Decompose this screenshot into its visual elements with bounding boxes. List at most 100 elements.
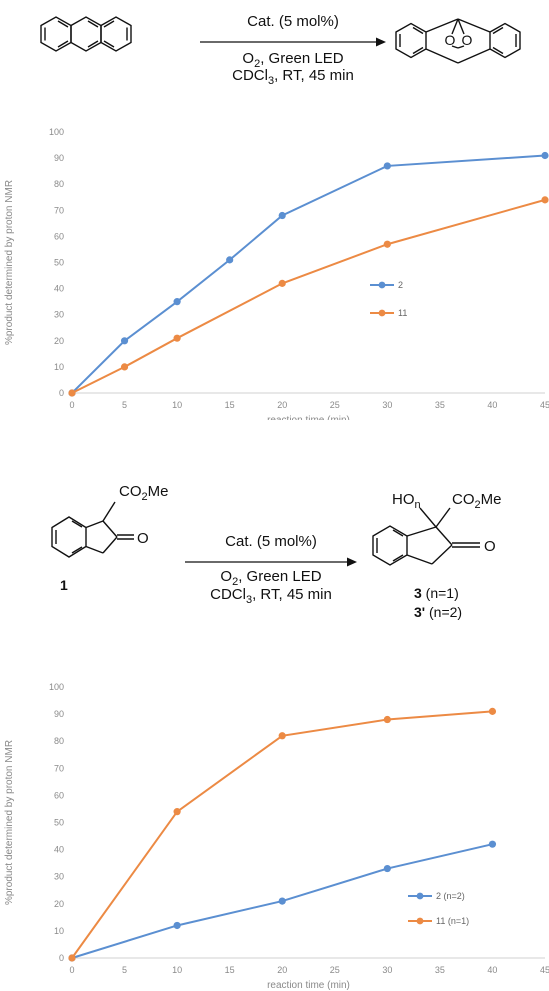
scheme2-condition-solvent: CDCl3, RT, 45 min <box>210 586 332 606</box>
scheme-1: Cat. (5 mol%) O2, Green LED CDCl3, RT, 4… <box>40 13 521 87</box>
data-point <box>383 240 391 248</box>
y-tick-label: 30 <box>54 310 64 320</box>
legend-swatch-marker <box>378 309 386 317</box>
data-point <box>278 732 286 740</box>
chart-1: 0 10 20 30 40 50 60 70 80 90 100 0 5 10 15 20 25 30 35 40 45… <box>4 127 549 420</box>
x-tick-label: 35 <box>435 400 445 410</box>
scheme1-condition-solvent: CDCl3, RT, 45 min <box>232 67 354 87</box>
x-axis-title: reaction time (min) <box>267 415 350 420</box>
x-tick-label: 0 <box>69 400 74 410</box>
data-point <box>541 151 549 160</box>
scheme1-condition-light: O2, Green LED <box>242 50 343 70</box>
x-tick-label: 25 <box>330 965 340 975</box>
y-tick-label: 70 <box>54 763 64 773</box>
legend-label: 11 (n=1) <box>436 916 469 926</box>
data-point <box>278 279 286 287</box>
reactant-ester-group: CO2Me <box>119 483 168 503</box>
product-3-structure <box>372 507 480 566</box>
y-tick-label: 70 <box>54 205 64 215</box>
peroxide-o-right: O <box>462 32 473 48</box>
y-tick-label: 50 <box>54 818 64 828</box>
data-point <box>383 864 391 873</box>
x-tick-label: 20 <box>277 400 287 410</box>
y-tick-label: 80 <box>54 736 64 746</box>
data-point <box>173 921 181 930</box>
data-point <box>278 897 286 905</box>
x-tick-label: 15 <box>225 965 235 975</box>
y-tick-label: 50 <box>54 258 64 268</box>
data-point <box>173 298 181 306</box>
reactant-label: 1 <box>60 577 68 593</box>
data-point <box>68 389 76 397</box>
y-tick-label: 20 <box>54 336 64 346</box>
data-point <box>488 840 497 848</box>
y-tick-label: 10 <box>54 362 64 372</box>
y-tick-label: 60 <box>54 231 64 241</box>
x-tick-label: 40 <box>487 965 497 975</box>
anthracene-structure <box>40 16 132 52</box>
data-point <box>173 334 181 342</box>
x-tick-label: 45 <box>540 965 549 975</box>
endoperoxide-structure <box>395 18 521 64</box>
x-tick-label: 40 <box>487 400 497 410</box>
y-tick-label: 100 <box>49 127 64 137</box>
data-point <box>488 707 497 715</box>
x-tick-label: 0 <box>69 965 74 975</box>
y-tick-label: 100 <box>49 682 64 692</box>
scheme-2: CO2Me O 1 Cat. (5 mol%) O2, Green LED CD… <box>51 483 501 620</box>
y-tick-label: 20 <box>54 899 64 909</box>
y-tick-label: 10 <box>54 926 64 936</box>
x-tick-label: 10 <box>172 400 182 410</box>
y-axis-title: %product determined by proton NMR <box>4 180 15 345</box>
reaction-arrow-2 <box>185 557 357 567</box>
y-tick-label: 0 <box>59 953 64 963</box>
y-tick-label: 90 <box>54 153 64 163</box>
scheme2-condition-light: O2, Green LED <box>220 568 321 588</box>
legend-swatch-marker <box>378 281 386 289</box>
data-point <box>383 715 391 724</box>
x-tick-label: 20 <box>277 965 287 975</box>
x-tick-label: 35 <box>435 965 445 975</box>
data-point <box>278 211 286 220</box>
x-tick-label: 45 <box>540 400 549 410</box>
x-tick-label: 5 <box>122 400 127 410</box>
data-point <box>383 162 391 170</box>
scheme1-condition-catalyst: Cat. (5 mol%) <box>247 13 339 30</box>
data-point <box>68 954 76 962</box>
y-tick-label: 90 <box>54 709 64 719</box>
x-tick-label: 25 <box>330 400 340 410</box>
y-tick-label: 0 <box>59 388 64 398</box>
data-point <box>120 363 129 371</box>
series-line <box>71 198 546 394</box>
x-tick-label: 5 <box>122 965 127 975</box>
data-point <box>173 808 181 816</box>
product-hydroxy-group: HOn <box>392 491 421 511</box>
x-tick-label: 30 <box>382 965 392 975</box>
peroxide-o-left: O <box>445 32 456 48</box>
reactant-carbonyl-o: O <box>137 530 149 547</box>
x-tick-label: 30 <box>382 400 392 410</box>
data-point <box>120 337 129 345</box>
y-axis-title: %product determined by proton NMR <box>4 740 15 905</box>
legend-swatch-marker <box>416 917 424 925</box>
x-axis-title: reaction time (min) <box>267 980 350 991</box>
scheme2-condition-catalyst: Cat. (5 mol%) <box>225 533 317 550</box>
reaction-arrow-1 <box>200 37 386 47</box>
x-tick-label: 10 <box>172 965 182 975</box>
legend-label: 2 <box>398 280 403 290</box>
y-tick-label: 30 <box>54 872 64 882</box>
y-tick-label: 80 <box>54 179 64 189</box>
data-point <box>541 196 549 204</box>
legend-label: 2 (n=2) <box>436 891 465 901</box>
x-tick-label: 15 <box>225 400 235 410</box>
product-ester-group: CO2Me <box>452 491 501 511</box>
data-point <box>226 256 234 264</box>
product-label-3-prime: 3' (n=2) <box>414 604 462 620</box>
product-label-3: 3 (n=1) <box>414 585 459 601</box>
y-tick-label: 40 <box>54 845 64 855</box>
legend-label: 11 <box>398 308 407 318</box>
y-tick-label: 40 <box>54 284 64 294</box>
reactant-1-structure <box>51 501 134 558</box>
product-carbonyl-o: O <box>484 538 496 555</box>
